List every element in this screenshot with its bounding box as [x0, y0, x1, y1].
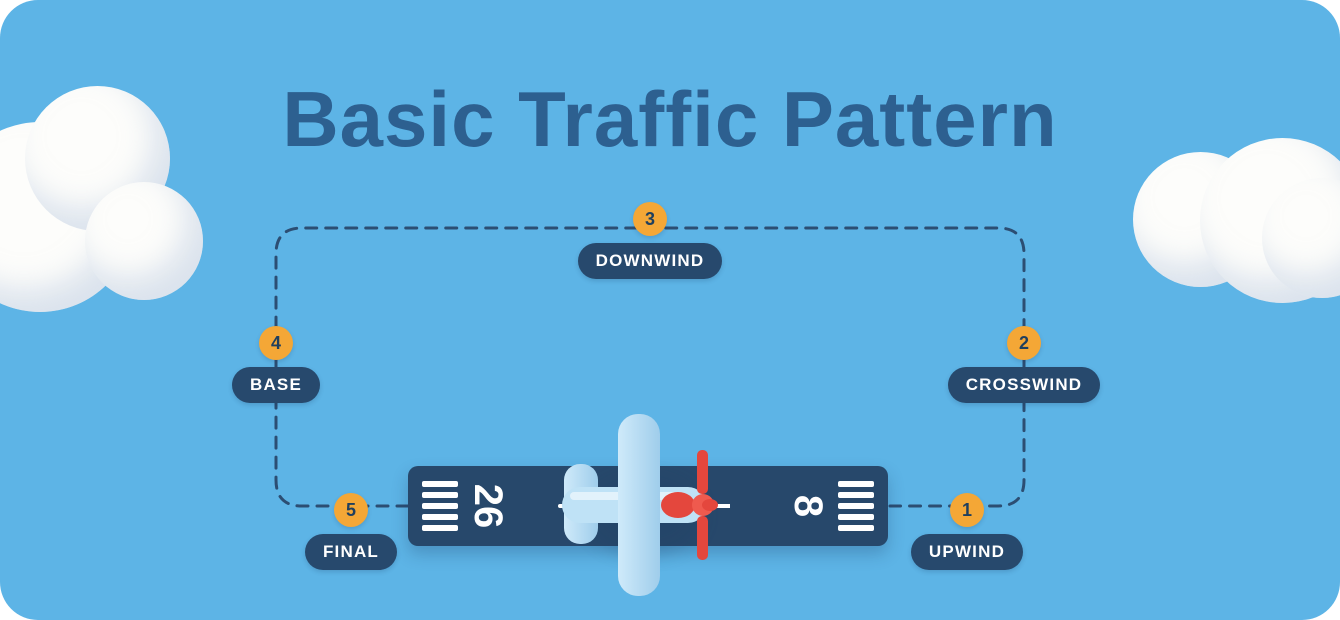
runway-stripe — [838, 481, 874, 487]
runway-number-right: 8 — [786, 494, 831, 518]
runway-stripe — [422, 514, 458, 520]
page-title: Basic Traffic Pattern — [282, 75, 1058, 163]
runway-stripe — [838, 492, 874, 498]
airplane-icon — [562, 414, 718, 596]
leg-badge-downwind: 3 DOWNWIND — [540, 202, 760, 279]
leg-label-downwind: DOWNWIND — [577, 243, 723, 279]
cloud-left — [85, 182, 203, 300]
leg-label-crosswind: CROSSWIND — [947, 367, 1101, 403]
leg-label-base: BASE — [231, 367, 321, 403]
runway-stripe — [422, 492, 458, 498]
runway-threshold-left — [422, 481, 458, 531]
runway-stripe — [422, 525, 458, 531]
runway-stripe — [422, 503, 458, 509]
runway-stripe — [838, 503, 874, 509]
runway-stripe — [422, 481, 458, 487]
leg-number-3: 3 — [633, 202, 667, 236]
leg-badge-upwind: 1 UPWIND — [857, 493, 1077, 570]
leg-badge-crosswind: 2 CROSSWIND — [914, 326, 1134, 403]
leg-label-upwind: UPWIND — [910, 534, 1024, 570]
leg-label-final: FINAL — [304, 534, 398, 570]
leg-number-1: 1 — [950, 493, 984, 527]
leg-number-4: 4 — [259, 326, 293, 360]
runway-stripe — [838, 514, 874, 520]
runway-stripe — [838, 525, 874, 531]
leg-badge-base: 4 BASE — [166, 326, 386, 403]
leg-number-5: 5 — [334, 493, 368, 527]
leg-badge-final: 5 FINAL — [241, 493, 461, 570]
runway-threshold-right — [838, 481, 874, 531]
leg-number-2: 2 — [1007, 326, 1041, 360]
